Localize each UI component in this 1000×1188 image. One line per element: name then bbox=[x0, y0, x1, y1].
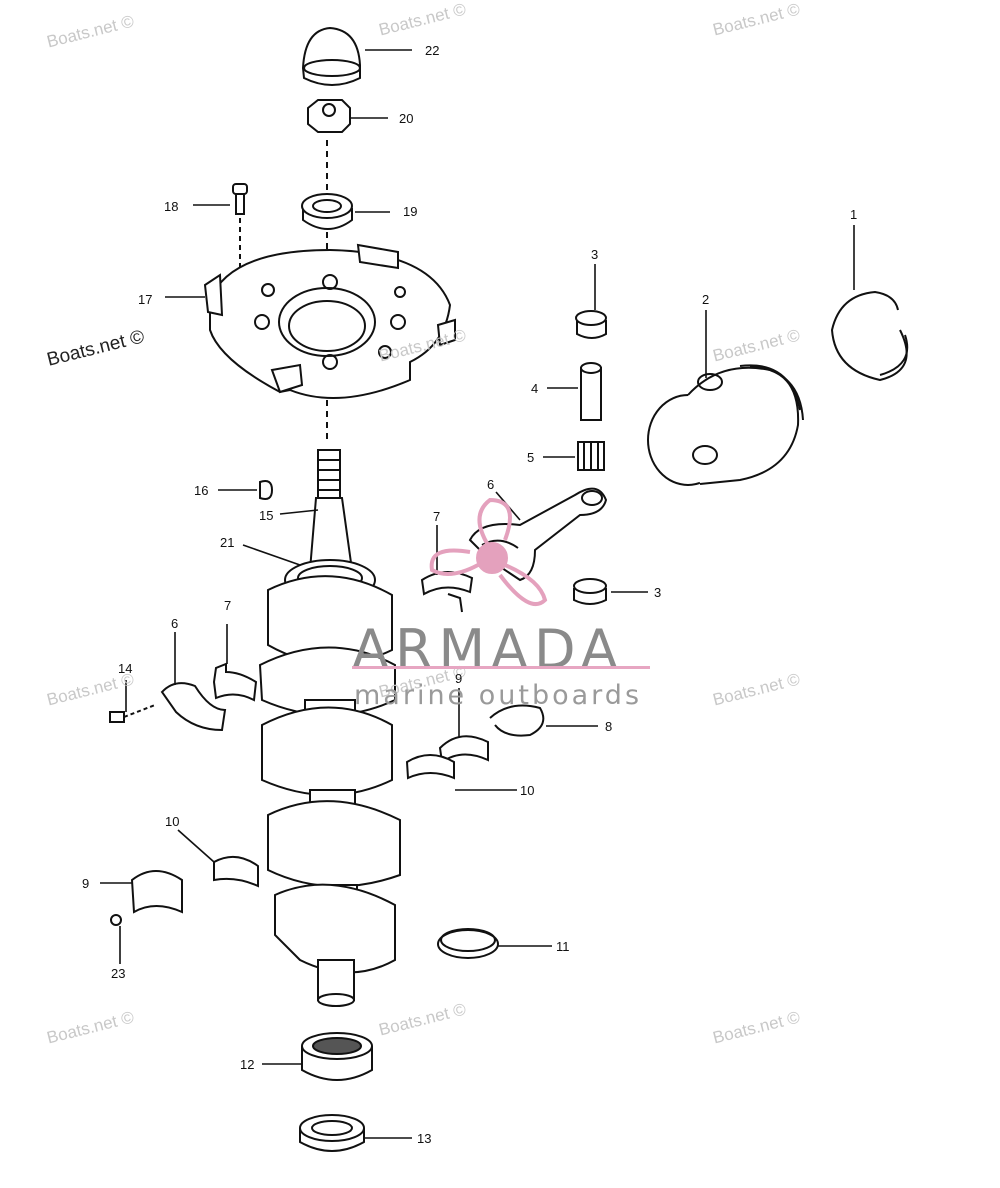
part-10-cage-right bbox=[405, 754, 455, 780]
armada-logo-icon bbox=[429, 497, 548, 606]
part-5-needle-bearing bbox=[577, 441, 605, 471]
brand-name: ARMADA bbox=[352, 618, 624, 681]
callout-7b[interactable]: 7 bbox=[224, 598, 232, 613]
callout-1[interactable]: 1 bbox=[850, 207, 858, 222]
part-10-cage-left bbox=[213, 855, 259, 888]
part-15-crankshaft bbox=[258, 449, 401, 1007]
callout-2[interactable]: 2 bbox=[702, 292, 710, 307]
callout-11[interactable]: 11 bbox=[556, 939, 570, 954]
part-1-ring bbox=[830, 290, 909, 382]
callout-23[interactable]: 23 bbox=[111, 966, 126, 981]
part-11-seal-ring bbox=[437, 928, 499, 959]
callout-4[interactable]: 4 bbox=[531, 381, 539, 396]
callout-16[interactable]: 16 bbox=[194, 483, 209, 498]
callout-9[interactable]: 9 bbox=[455, 671, 463, 686]
part-6-cap-left bbox=[160, 682, 227, 732]
callout-8[interactable]: 8 bbox=[605, 719, 613, 734]
callout-3b[interactable]: 3 bbox=[654, 585, 662, 600]
part-18-screw bbox=[232, 183, 248, 272]
callout-18[interactable]: 18 bbox=[164, 199, 179, 214]
callout-6b[interactable]: 6 bbox=[171, 616, 179, 631]
leader-lines bbox=[100, 49, 855, 1139]
part-20-nut bbox=[307, 99, 351, 133]
part-9-race-right bbox=[438, 735, 489, 764]
part-13-oil-seal bbox=[299, 1114, 365, 1152]
part-17-plate bbox=[203, 243, 456, 399]
part-14-screw bbox=[109, 704, 156, 723]
callout-9b[interactable]: 9 bbox=[82, 876, 90, 891]
callout-21[interactable]: 21 bbox=[220, 535, 235, 550]
part-3-washer-top bbox=[575, 310, 607, 339]
callout-6[interactable]: 6 bbox=[487, 477, 495, 492]
part-23-dowel bbox=[110, 914, 122, 926]
part-9-race-left bbox=[130, 870, 183, 914]
part-16-key bbox=[259, 480, 274, 500]
part-3-washer-bottom bbox=[573, 578, 607, 605]
callout-10[interactable]: 10 bbox=[520, 783, 535, 798]
part-12-roller-bearing bbox=[301, 1032, 373, 1081]
callout-20[interactable]: 20 bbox=[399, 111, 414, 126]
callout-7[interactable]: 7 bbox=[433, 509, 441, 524]
part-4-pin bbox=[580, 362, 602, 421]
callout-15[interactable]: 15 bbox=[259, 508, 274, 523]
part-22-cap bbox=[301, 26, 361, 86]
part-19-seal bbox=[301, 193, 353, 230]
callout-3[interactable]: 3 bbox=[591, 247, 599, 262]
part-7-cage-right bbox=[420, 571, 474, 613]
callout-22[interactable]: 22 bbox=[425, 43, 440, 58]
brand-tagline: marine outboards bbox=[354, 680, 643, 711]
part-7-cage-left bbox=[212, 662, 258, 702]
callout-5[interactable]: 5 bbox=[527, 450, 535, 465]
callout-13[interactable]: 13 bbox=[417, 1131, 432, 1146]
part-2-piston bbox=[647, 364, 804, 486]
brand-divider bbox=[352, 666, 650, 669]
callout-10b[interactable]: 10 bbox=[165, 814, 180, 829]
callout-17[interactable]: 17 bbox=[138, 292, 153, 307]
callout-12[interactable]: 12 bbox=[240, 1057, 255, 1072]
callout-19[interactable]: 19 bbox=[403, 204, 418, 219]
part-8-ring bbox=[489, 704, 545, 737]
callout-14[interactable]: 14 bbox=[118, 661, 133, 676]
